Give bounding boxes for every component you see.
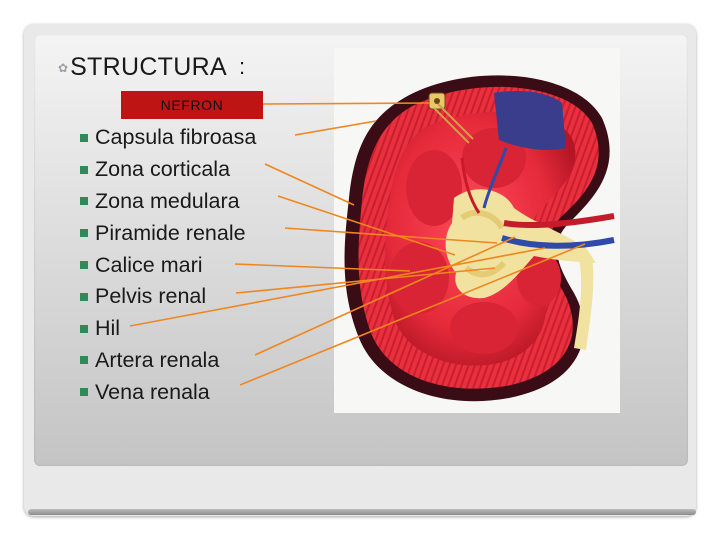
list-item-label: Piramide renale [95,220,246,245]
list-item: Piramide renale [80,217,256,249]
vein-patch [494,91,566,151]
renal-pyramid [389,242,449,314]
renal-pyramid [450,302,518,354]
title-text: STRUCTURA [70,52,227,81]
square-bullet-icon [80,229,88,238]
square-bullet-icon [80,261,88,270]
square-bullet-icon [80,356,88,365]
slide-title: ✿ STRUCTURA : [58,51,245,83]
list-item: Zona medulara [80,186,256,218]
title-colon: : [238,54,246,79]
artery-branch [460,157,481,214]
list-item: Artera renala [80,345,256,377]
square-bullet-icon [80,324,88,333]
renal-artery [503,213,615,229]
square-bullet-icon [80,292,88,301]
square-bullet-icon [80,165,88,174]
nephron-label: NEFRON [121,91,263,119]
list-item: Zona corticala [80,154,256,186]
list-item-label: Hil [95,316,121,341]
slide-footer-bar [28,509,696,515]
list-item: Capsula fibroasa [80,122,256,154]
title-bullet-icon: ✿ [58,61,69,75]
list-item-label: Vena renala [95,379,210,404]
list-item-label: Artera renala [95,347,220,372]
list-item-label: Pelvis renal [95,284,207,309]
nephron-specimen [428,92,474,144]
square-bullet-icon [80,388,88,397]
list-item-label: Zona corticala [95,157,231,182]
list-item: Vena renala [80,376,256,408]
square-bullet-icon [80,197,88,206]
square-bullet-icon [80,133,88,142]
list-item-label: Capsula fibroasa [95,125,257,150]
list-item: Hil [80,313,256,345]
list-item-label: Calice mari [95,252,203,277]
list-item: Pelvis renal [80,281,256,313]
kidney-model-image [334,48,620,413]
kidney-illustration [344,75,615,402]
list-item: Calice mari [80,249,256,281]
calyx [460,209,505,230]
structure-list: Capsula fibroasa Zona corticala Zona med… [80,122,256,408]
list-item-label: Zona medulara [95,188,240,213]
vein-branch [482,147,508,209]
